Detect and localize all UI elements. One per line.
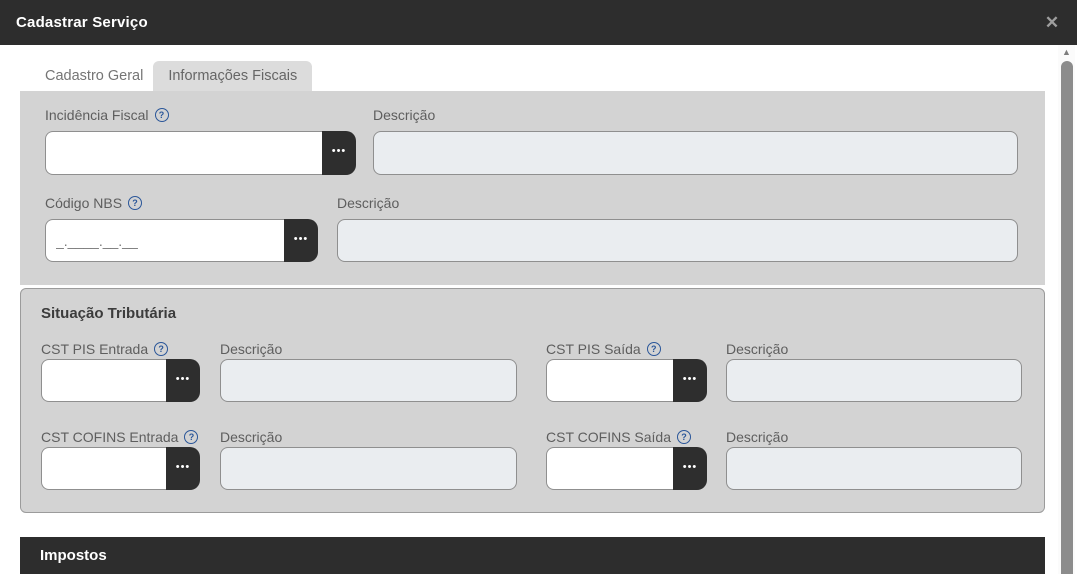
incidencia-fiscal-input[interactable] xyxy=(45,131,322,175)
incidencia-descricao-label: Descrição xyxy=(373,107,435,123)
incidencia-descricao-label-text: Descrição xyxy=(373,107,436,123)
cst-cofins-saida-lookup-button[interactable]: ••• xyxy=(673,447,707,490)
cst-pis-saida-descricao-label-text: Descrição xyxy=(726,341,789,357)
scroll-up-icon[interactable]: ▲ xyxy=(1062,47,1071,57)
cst-cofins-entrada-lookup-button[interactable]: ••• xyxy=(166,447,200,490)
incidencia-fiscal-label-text: Incidência Fiscal xyxy=(45,107,149,123)
codigo-nbs-field: ••• xyxy=(45,219,318,262)
cst-pis-entrada-descricao-label-text: Descrição xyxy=(220,341,283,357)
scrollbar-thumb[interactable] xyxy=(1061,61,1073,574)
fiscal-info-panel: Incidência Fiscal ? ••• Descrição Código… xyxy=(20,91,1045,285)
cst-pis-saida-lookup-button[interactable]: ••• xyxy=(673,359,707,402)
modal-header: Cadastrar Serviço ✕ xyxy=(0,0,1077,45)
cst-cofins-saida-descricao-label-text: Descrição xyxy=(726,429,789,445)
cst-pis-entrada-label: CST PIS Entrada ? xyxy=(41,341,169,357)
cst-pis-saida-field: ••• xyxy=(546,359,707,402)
cst-pis-saida-descricao-label: Descrição xyxy=(726,341,788,357)
cst-cofins-saida-help-icon[interactable]: ? xyxy=(677,430,692,444)
incidencia-fiscal-help-icon[interactable]: ? xyxy=(154,108,169,122)
cst-cofins-entrada-descricao-label: Descrição xyxy=(220,429,282,445)
cst-pis-entrada-lookup-button[interactable]: ••• xyxy=(166,359,200,402)
tab-bar: Cadastro Geral Informações Fiscais xyxy=(35,61,313,91)
incidencia-fiscal-field: ••• xyxy=(45,131,356,175)
modal-title: Cadastrar Serviço xyxy=(16,14,148,31)
codigo-nbs-label: Código NBS ? xyxy=(45,195,143,211)
codigo-nbs-label-text: Código NBS xyxy=(45,195,123,211)
cst-cofins-saida-descricao-input xyxy=(726,447,1022,490)
incidencia-fiscal-lookup-button[interactable]: ••• xyxy=(322,131,356,175)
nbs-descricao-label-text: Descrição xyxy=(337,195,400,211)
cst-cofins-entrada-field: ••• xyxy=(41,447,200,490)
tab-cadastro-geral[interactable]: Cadastro Geral xyxy=(45,68,144,84)
cst-pis-saida-label: CST PIS Saída ? xyxy=(546,341,661,357)
cst-pis-entrada-descricao-input xyxy=(220,359,517,402)
cst-cofins-saida-input[interactable] xyxy=(546,447,673,490)
cst-pis-saida-descricao-input xyxy=(726,359,1022,402)
codigo-nbs-input[interactable] xyxy=(45,219,284,262)
cst-cofins-entrada-descricao-input xyxy=(220,447,517,490)
cst-pis-saida-label-text: CST PIS Saída xyxy=(546,341,641,357)
cst-cofins-saida-label-text: CST COFINS Saída xyxy=(546,429,672,445)
cst-cofins-entrada-label: CST COFINS Entrada ? xyxy=(41,429,199,445)
situacao-tributaria-title: Situação Tributária xyxy=(41,305,177,322)
cst-pis-entrada-input[interactable] xyxy=(41,359,166,402)
cst-pis-entrada-field: ••• xyxy=(41,359,200,402)
impostos-section-header: Impostos xyxy=(20,537,1045,574)
nbs-descricao-label: Descrição xyxy=(337,195,399,211)
incidencia-fiscal-label: Incidência Fiscal ? xyxy=(45,107,169,123)
cst-cofins-saida-label: CST COFINS Saída ? xyxy=(546,429,692,445)
cst-cofins-entrada-label-text: CST COFINS Entrada xyxy=(41,429,179,445)
cst-cofins-saida-field: ••• xyxy=(546,447,707,490)
codigo-nbs-help-icon[interactable]: ? xyxy=(128,196,143,210)
incidencia-descricao-input xyxy=(373,131,1018,175)
cst-cofins-entrada-descricao-label-text: Descrição xyxy=(220,429,283,445)
cst-pis-saida-input[interactable] xyxy=(546,359,673,402)
cst-pis-entrada-descricao-label: Descrição xyxy=(220,341,282,357)
cst-cofins-entrada-help-icon[interactable]: ? xyxy=(184,430,199,444)
cst-pis-entrada-help-icon[interactable]: ? xyxy=(154,342,169,356)
tab-informacoes-fiscais[interactable]: Informações Fiscais xyxy=(153,61,313,91)
cst-pis-saida-help-icon[interactable]: ? xyxy=(646,342,661,356)
nbs-descricao-input xyxy=(337,219,1018,262)
codigo-nbs-lookup-button[interactable]: ••• xyxy=(284,219,318,262)
vertical-scrollbar[interactable]: ▲ xyxy=(1058,45,1075,574)
cst-pis-entrada-label-text: CST PIS Entrada xyxy=(41,341,149,357)
close-icon[interactable]: ✕ xyxy=(1037,0,1067,45)
cst-cofins-entrada-input[interactable] xyxy=(41,447,166,490)
impostos-title: Impostos xyxy=(40,547,107,564)
cst-cofins-saida-descricao-label: Descrição xyxy=(726,429,788,445)
situacao-tributaria-panel: Situação Tributária CST PIS Entrada ? ••… xyxy=(20,288,1045,513)
